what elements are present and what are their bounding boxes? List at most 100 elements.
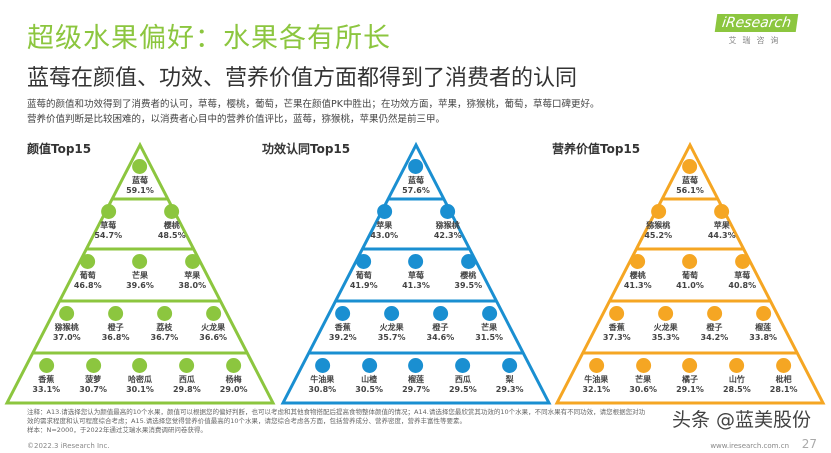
fruit-name: 西瓜 xyxy=(178,375,195,384)
copyright: ©2022.3 iResearch Inc. xyxy=(27,442,110,450)
fruit-value: 29.3% xyxy=(495,385,524,394)
fruit-name: 火龙果 xyxy=(201,323,226,332)
orange-icon xyxy=(108,306,124,321)
watermelon-icon xyxy=(455,358,471,373)
fruit-value: 29.0% xyxy=(219,385,248,394)
fruit-name: 橙子 xyxy=(432,323,449,332)
banana-icon xyxy=(609,306,625,321)
fruit-name: 芒果 xyxy=(481,323,498,332)
fruit-name: 芒果 xyxy=(635,375,652,384)
fruit-value: 41.9% xyxy=(349,281,378,290)
apple-icon xyxy=(184,254,200,269)
banana-icon xyxy=(38,358,54,373)
hawthorn-icon xyxy=(361,358,377,373)
fruit-value: 41.0% xyxy=(676,281,704,290)
fruit-value: 59.1% xyxy=(126,186,154,195)
fruit-name: 苹果 xyxy=(184,271,201,280)
fruit-value: 36.8% xyxy=(101,333,130,342)
mangosteen-icon xyxy=(729,358,745,373)
kiwi-icon xyxy=(59,306,75,321)
logo-sub: 艾瑞咨询 xyxy=(728,36,785,45)
apple-icon xyxy=(376,204,392,219)
fruit-name: 荔枝 xyxy=(156,323,173,332)
dragonfruit-icon xyxy=(205,306,221,321)
cherry-icon xyxy=(460,254,476,269)
fruit-value: 30.6% xyxy=(629,385,658,394)
fruit-value: 31.5% xyxy=(475,333,504,342)
fruit-name: 猕猴桃 xyxy=(646,221,671,230)
pyramid-outline xyxy=(280,141,552,405)
orange-icon xyxy=(432,306,448,321)
melon-icon xyxy=(132,358,148,373)
orange-icon xyxy=(706,306,722,321)
fruit-name: 香蕉 xyxy=(334,323,351,332)
fruit-name: 葡萄 xyxy=(355,271,372,280)
tangerine-icon xyxy=(682,358,698,373)
note-questions: 注释：A13.请选择您认为颜值最高的10个水果，颜值可以根据您的偏好判断，也可以… xyxy=(27,408,646,425)
fruit-name: 榴莲 xyxy=(755,323,772,332)
fruit-name: 牛油果 xyxy=(310,375,335,384)
note-sample: 样本：N=2000，于2022年通过艾瑞水果消费调研问卷获得。 xyxy=(27,426,207,434)
kiwi-icon xyxy=(650,204,666,219)
fruit-value: 28.1% xyxy=(769,385,798,394)
fruit-value: 30.5% xyxy=(355,385,384,394)
fruit-value: 29.7% xyxy=(402,385,430,394)
fruit-value: 39.2% xyxy=(328,333,357,342)
fruit-name: 苹果 xyxy=(713,221,730,230)
fruit-name: 香蕉 xyxy=(38,375,55,384)
fruit-value: 29.1% xyxy=(676,385,704,394)
strawberry-icon xyxy=(734,254,750,269)
fruit-value: 34.2% xyxy=(700,333,729,342)
fruit-value: 33.1% xyxy=(32,385,61,394)
pineapple-icon xyxy=(85,358,101,373)
fruit-name: 芒果 xyxy=(131,271,148,280)
grape-icon xyxy=(80,254,96,269)
strawberry-icon xyxy=(408,254,424,269)
fruit-value: 36.6% xyxy=(199,333,228,342)
fruit-value: 41.3% xyxy=(623,281,652,290)
fruit-name: 杨梅 xyxy=(225,375,242,384)
pyramid-title-efficacy: 功效认同Top15 xyxy=(262,142,351,156)
fruit-value: 33.8% xyxy=(749,333,778,342)
fruit-name: 草莓 xyxy=(407,271,424,280)
avocado-icon xyxy=(588,358,604,373)
fruit-value: 39.6% xyxy=(126,281,154,290)
pyramid-title-appearance: 颜值Top15 xyxy=(27,142,92,156)
watermelon-icon xyxy=(179,358,195,373)
fruit-name: 梨 xyxy=(505,375,514,384)
fruit-name: 苹果 xyxy=(376,221,393,230)
fruit-value: 42.3% xyxy=(433,231,462,240)
pyramid-outline xyxy=(554,141,826,405)
fruit-value: 46.8% xyxy=(73,281,102,290)
fruit-value: 43.0% xyxy=(370,231,399,240)
watermark: 头条 @蓝美股份 xyxy=(671,409,811,431)
strawberry-icon xyxy=(100,204,116,219)
fruit-name: 猕猴桃 xyxy=(435,221,460,230)
fruit-name: 蓝莓 xyxy=(407,176,424,185)
mango-icon xyxy=(132,254,148,269)
fruit-name: 香蕉 xyxy=(608,323,625,332)
mango-icon xyxy=(635,358,651,373)
